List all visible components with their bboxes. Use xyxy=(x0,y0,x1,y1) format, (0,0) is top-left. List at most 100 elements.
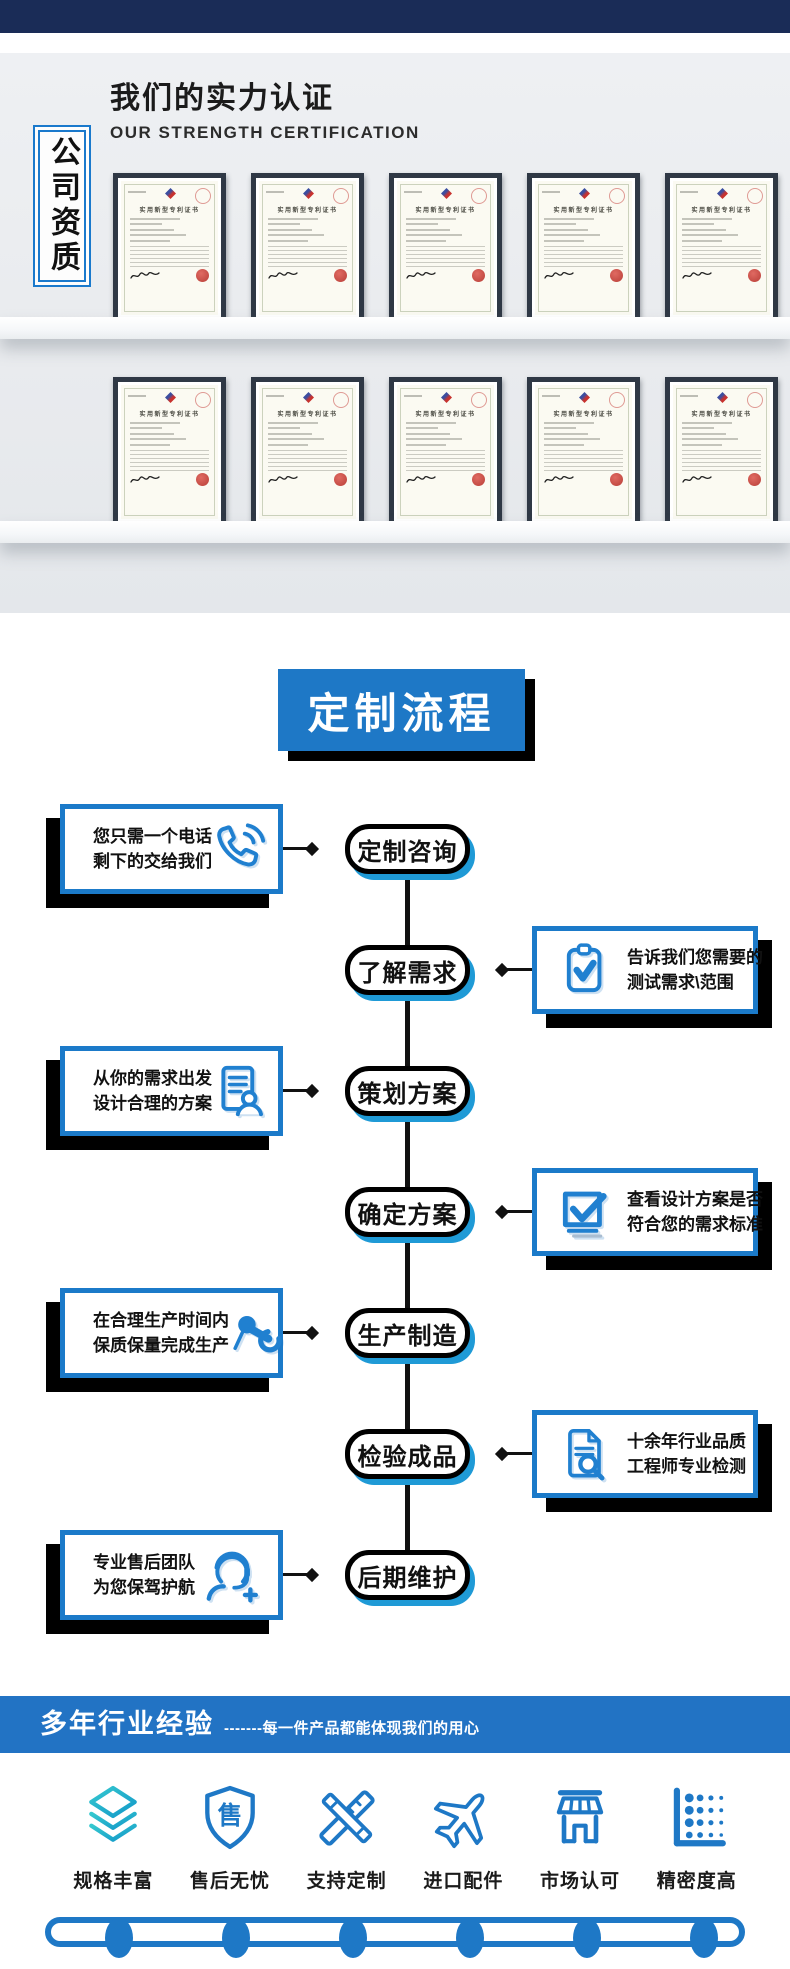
certificate-text-line xyxy=(544,438,600,440)
certificate-number-line xyxy=(542,191,560,193)
certificate-number-line xyxy=(404,395,422,397)
feature-market: 市场认可 xyxy=(522,1785,639,1893)
signature-icon xyxy=(268,475,298,483)
certificate-text-line xyxy=(130,427,162,429)
certificate-title: 实用新型专利证书 xyxy=(277,208,338,214)
process-step-capsule: 确定方案 xyxy=(345,1187,470,1237)
certificate-title: 实用新型专利证书 xyxy=(139,208,200,214)
timeline xyxy=(45,1917,745,1958)
certificate-title: 实用新型专利证书 xyxy=(553,412,614,418)
connector-diamond xyxy=(304,1325,320,1341)
note-line: 工程师专业检测 xyxy=(627,1457,746,1476)
red-seal-icon xyxy=(748,472,761,486)
certificate-number-line xyxy=(404,191,422,193)
section-subtitle: OUR STRENGTH CERTIFICATION xyxy=(110,123,420,142)
note-line: 告诉我们您需要的 xyxy=(627,947,763,967)
process-step-label: 策划方案 xyxy=(357,1080,458,1108)
note-line: 专业售后团队 xyxy=(93,1552,195,1572)
certificate-text-line xyxy=(406,421,456,424)
feature-precision: 精密度高 xyxy=(638,1785,755,1893)
shelf-board xyxy=(0,317,790,339)
certificate-text-line xyxy=(406,234,462,236)
certificate-text-line xyxy=(130,443,170,446)
airplane-icon xyxy=(434,1793,485,1849)
certificate-text-line xyxy=(268,421,318,424)
process-note-box: 告诉我们您需要的 测试需求\范围 xyxy=(532,926,763,1014)
dot-matrix-icon xyxy=(673,1787,726,1847)
certificate-number-line xyxy=(542,395,560,397)
process-step-label: 定制咨询 xyxy=(357,838,458,866)
certificate-text-line xyxy=(682,217,732,220)
custom-process-section: 定制流程 您只需一个电话 剩下的交给我们 定制咨询 了解需求 xyxy=(0,613,790,1696)
round-stamp-icon xyxy=(747,188,763,204)
red-seal-icon xyxy=(748,268,761,282)
red-seal-icon xyxy=(334,472,347,486)
round-stamp-icon xyxy=(333,188,349,204)
process-step-label: 了解需求 xyxy=(357,959,458,987)
certificate-paper: 实用新型专利证书 xyxy=(535,385,632,519)
patent-office-logo-icon xyxy=(441,188,452,199)
note-line: 为您保驾护航 xyxy=(93,1578,195,1597)
signature-icon xyxy=(682,271,712,279)
shield-glyph: 售 xyxy=(218,1801,243,1830)
feature-label: 进口配件 xyxy=(423,1871,504,1892)
certificate-text-line xyxy=(268,443,308,446)
clipboard-check-icon xyxy=(566,943,602,993)
certificate-paragraph xyxy=(682,449,761,471)
feature-label: 精密度高 xyxy=(656,1871,737,1892)
feature-custom: 支持定制 xyxy=(288,1785,405,1893)
note-line: 剩下的交给我们 xyxy=(93,852,212,871)
certificate-text-line xyxy=(406,228,450,231)
connector-line xyxy=(507,1210,532,1213)
signature-icon xyxy=(130,271,160,279)
certificate-title: 实用新型专利证书 xyxy=(415,208,476,214)
patent-office-logo-icon xyxy=(303,188,314,199)
certificate-frame: 实用新型专利证书 xyxy=(251,377,364,527)
connector-diamond xyxy=(304,1083,320,1099)
certificate-title: 实用新型专利证书 xyxy=(553,208,614,214)
certificate-text-line xyxy=(268,223,300,225)
signature-icon xyxy=(268,271,298,279)
process-note-box: 查看设计方案是否 符合您的需求标准 xyxy=(532,1168,763,1256)
certificate-text-line xyxy=(682,234,738,236)
feature-row: 规格丰富 售 售后无忧 xyxy=(55,1785,755,1893)
certificate-text-line xyxy=(682,432,726,435)
patent-office-logo-icon xyxy=(165,188,176,199)
signature-icon xyxy=(406,475,436,483)
feature-label: 规格丰富 xyxy=(73,1871,154,1892)
process-step-label: 检验成品 xyxy=(357,1443,458,1471)
certificate-text-line xyxy=(544,239,584,242)
certificate-text-line xyxy=(406,432,450,435)
certificate-paragraph xyxy=(268,449,347,471)
note-line: 设计合理的方案 xyxy=(93,1094,212,1113)
certificate-title: 实用新型专利证书 xyxy=(415,412,476,418)
process-step-capsule: 定制咨询 xyxy=(345,824,470,874)
certificate-number-line xyxy=(680,191,698,193)
headset-icon xyxy=(206,1551,258,1603)
process-step-capsule: 了解需求 xyxy=(345,945,470,995)
process-note-box: 专业售后团队 为您保驾护航 xyxy=(60,1530,283,1620)
note-line: 在合理生产时间内 xyxy=(93,1310,229,1330)
note-line: 测试需求\范围 xyxy=(627,973,734,992)
certificate-paper: 实用新型专利证书 xyxy=(673,385,770,519)
certificate-text-line xyxy=(682,223,714,225)
certificate-paper: 实用新型专利证书 xyxy=(397,181,494,315)
certificate-text-line xyxy=(682,239,722,242)
certificate-text-line xyxy=(544,443,584,446)
signature-icon xyxy=(682,475,712,483)
signature-icon xyxy=(406,271,436,279)
connector-line xyxy=(283,1089,307,1092)
certificate-text-line xyxy=(268,432,312,435)
certificate-frame: 实用新型专利证书 xyxy=(527,173,640,323)
feature-label: 售后无忧 xyxy=(190,1871,271,1892)
red-seal-icon xyxy=(196,472,209,486)
timeline-dot xyxy=(105,1918,133,1958)
process-step-label: 后期维护 xyxy=(357,1564,458,1592)
connector-line xyxy=(283,847,307,850)
certificate-text-line xyxy=(406,443,446,446)
certificate-text-line xyxy=(268,234,324,236)
certificate-paragraph xyxy=(544,245,623,267)
certificate-shelf-bottom: 实用新型专利证书 实用新型专利证书 xyxy=(113,377,778,527)
timeline-dot xyxy=(456,1918,484,1958)
certificate-text-line xyxy=(130,217,180,220)
